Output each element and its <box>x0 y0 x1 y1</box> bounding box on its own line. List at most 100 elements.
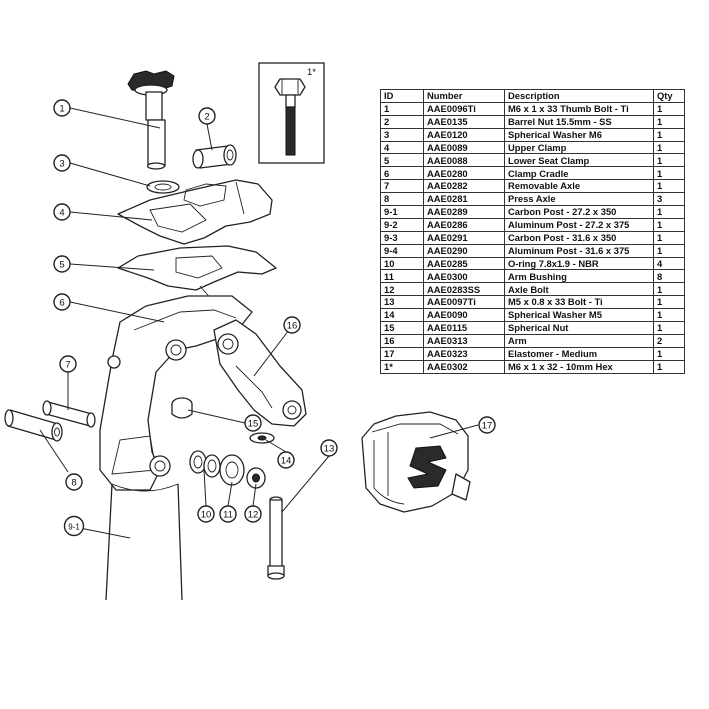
column-header-qty: Qty <box>653 89 685 103</box>
svg-text:12: 12 <box>248 510 259 521</box>
part-axle-bolt <box>246 467 266 489</box>
cell-qty: 1 <box>653 217 685 232</box>
cell-qty: 3 <box>653 192 685 207</box>
svg-text:3: 3 <box>59 159 64 170</box>
cell-number: AAE0115 <box>423 321 505 335</box>
cell-number: AAE0097Ti <box>423 295 505 310</box>
callout-16: 16 <box>283 316 301 334</box>
svg-text:15: 15 <box>248 419 259 430</box>
svg-text:1: 1 <box>59 104 64 115</box>
callout-5: 5 <box>53 255 71 273</box>
svg-text:9-1: 9-1 <box>68 523 80 532</box>
cell-number: AAE0089 <box>423 140 505 155</box>
cell-description: Clamp Cradle <box>504 166 654 181</box>
cell-id: 6 <box>380 166 424 181</box>
cell-qty: 1 <box>653 308 685 323</box>
cell-id: 17 <box>380 346 424 361</box>
cell-number: AAE0283SS <box>423 282 505 297</box>
cell-id: 14 <box>380 308 424 323</box>
callout-2: 2 <box>198 107 216 125</box>
cell-id: 15 <box>380 321 424 335</box>
cell-id: 16 <box>380 333 424 348</box>
cell-qty: 1 <box>653 166 685 181</box>
cell-description: Aluminum Post - 31.6 x 375 <box>504 243 654 258</box>
cell-id: 4 <box>380 140 424 155</box>
cell-id: 1* <box>380 359 424 374</box>
cell-description: Carbon Post - 27.2 x 350 <box>504 205 654 219</box>
column-header-id: ID <box>380 89 424 103</box>
cell-qty: 1 <box>653 230 685 245</box>
cell-description: Arm Bushing <box>504 269 654 284</box>
cell-id: 13 <box>380 295 424 310</box>
part-upper-clamp <box>117 179 273 245</box>
svg-text:5: 5 <box>59 260 64 271</box>
cell-number: AAE0289 <box>423 205 505 219</box>
cell-description: Axle Bolt <box>504 282 654 297</box>
svg-text:16: 16 <box>287 321 298 332</box>
cell-qty: 1 <box>653 140 685 155</box>
cell-id: 9-1 <box>380 205 424 219</box>
cell-qty: 1 <box>653 321 685 335</box>
cell-description: Removable Axle <box>504 179 654 194</box>
svg-text:14: 14 <box>281 456 292 467</box>
svg-text:4: 4 <box>59 208 64 219</box>
cell-description: Lower Seat Clamp <box>504 153 654 168</box>
callout-11: 11 <box>219 505 237 523</box>
callout-9-1: 9-1 <box>63 515 85 537</box>
cell-qty: 1 <box>653 295 685 310</box>
cell-qty: 1 <box>653 243 685 258</box>
part-arm-bushing <box>219 454 245 486</box>
cell-number: AAE0313 <box>423 333 505 348</box>
inset-hex-bolt: 1* <box>258 62 325 164</box>
callout-17: 17 <box>478 416 496 434</box>
cell-qty: 1 <box>653 205 685 219</box>
cell-number: AAE0323 <box>423 346 505 361</box>
callout-1: 1 <box>53 99 71 117</box>
cell-id: 9-2 <box>380 217 424 232</box>
cell-number: AAE0286 <box>423 217 505 232</box>
cell-id: 8 <box>380 192 424 207</box>
column-header-number: Number <box>423 89 505 103</box>
inset-label: 1* <box>307 67 316 78</box>
cell-id: 11 <box>380 269 424 284</box>
cell-number: AAE0302 <box>423 359 505 374</box>
svg-text:17: 17 <box>482 421 493 432</box>
cell-number: AAE0285 <box>423 256 505 271</box>
part-elastomer <box>361 411 471 513</box>
cell-number: AAE0090 <box>423 308 505 323</box>
cell-description: Spherical Washer M6 <box>504 127 654 142</box>
part-removable-axle <box>42 400 96 428</box>
table-header-row: ID Number Description Qty <box>380 89 685 103</box>
cell-id: 5 <box>380 153 424 168</box>
cell-number: AAE0135 <box>423 114 505 129</box>
part-o-rings <box>189 450 221 478</box>
cell-qty: 1 <box>653 282 685 297</box>
cell-qty: 1 <box>653 127 685 142</box>
cell-description: Spherical Nut <box>504 321 654 335</box>
part-clamp-cradle <box>99 295 253 601</box>
cell-description: Elastomer - Medium <box>504 346 654 361</box>
cell-description: Aluminum Post - 27.2 x 375 <box>504 217 654 232</box>
cell-qty: 8 <box>653 269 685 284</box>
callout-8: 8 <box>65 473 83 491</box>
cell-description: O-ring 7.8x1.9 - NBR <box>504 256 654 271</box>
svg-text:6: 6 <box>59 298 64 309</box>
part-spherical-washer <box>146 180 180 194</box>
callout-10: 10 <box>197 505 215 523</box>
callout-13: 13 <box>320 439 338 457</box>
svg-text:13: 13 <box>324 444 335 455</box>
cell-description: Spherical Washer M5 <box>504 308 654 323</box>
cell-qty: 1 <box>653 153 685 168</box>
cell-description: Arm <box>504 333 654 348</box>
